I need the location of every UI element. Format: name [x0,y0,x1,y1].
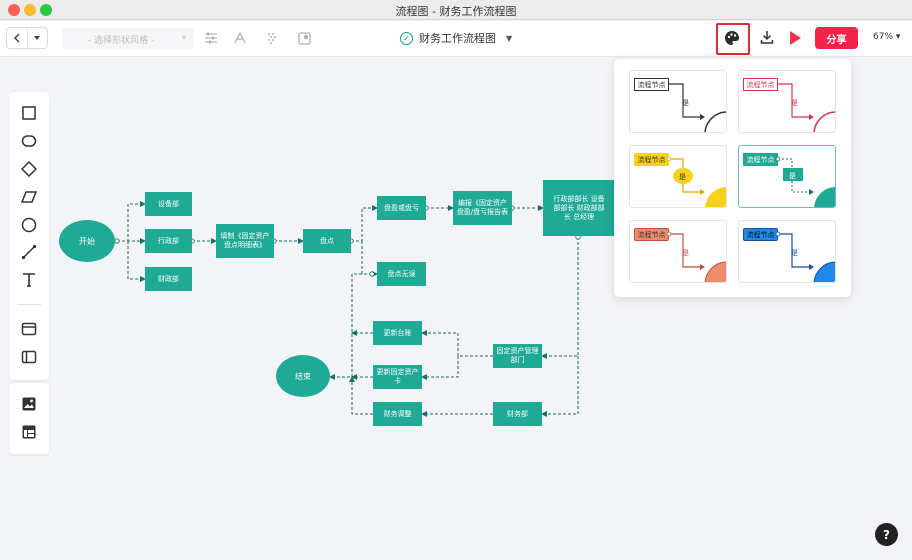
window-titlebar: 流程图 - 财务工作流程图 [0,0,912,20]
highlight-box [716,23,750,55]
fill-pattern-icon[interactable] [265,30,281,46]
text-icon[interactable] [21,272,37,288]
diamond-icon[interactable] [21,161,37,177]
node-finance-dept[interactable]: 财政部 [145,267,192,291]
download-icon[interactable] [760,30,774,44]
node-surplus-loss[interactable]: 盘盈或盘亏 [377,196,426,220]
line-icon[interactable] [21,244,37,260]
swimlane-icon[interactable] [21,349,37,365]
theme-style-panel: 流程节点 是 流程节点 是 流程节点 是 流程节点 是 流程节点 是 流程节点 … [614,59,851,297]
theme-option-1[interactable]: 流程节点 是 [629,70,727,133]
theme-option-5[interactable]: 流程节点 是 [629,220,727,283]
caret-down-icon: ▼ [506,33,513,43]
window-title: 流程图 - 财务工作流程图 [395,5,517,18]
start-node[interactable]: 开始 [59,220,115,262]
font-icon[interactable] [232,30,248,46]
palette-icon[interactable] [724,30,740,46]
chevron-down-icon: ▾ [181,33,186,42]
theme-yes-label: 是 [679,173,686,181]
theme-option-2[interactable]: 流程节点 是 [738,70,836,133]
toolbar-divider [17,304,41,305]
play-icon[interactable] [790,31,801,45]
theme-node-label: 流程节点 [743,153,778,166]
node-asset-mgmt[interactable]: 固定资产管理部门 [493,344,542,368]
node-update-ledger[interactable]: 更新台账 [373,321,422,345]
parallelogram-icon[interactable] [21,189,37,205]
theme-yes-label: 是 [791,249,798,257]
chevron-left-icon [13,33,20,43]
table-icon[interactable] [21,424,37,440]
sliders-icon[interactable] [203,30,219,46]
rounded-rect-icon[interactable] [21,133,37,149]
shape-style-icon[interactable] [296,30,312,46]
history-button-group [6,27,48,49]
theme-option-3[interactable]: 流程节点 是 [629,145,727,208]
theme-node-label: 流程节点 [743,78,778,91]
theme-node-label: 流程节点 [634,153,669,166]
rectangle-icon[interactable] [21,105,37,121]
theme-yes-label: 是 [682,249,689,257]
theme-yes-label: 是 [682,99,689,107]
theme-node-label: 流程节点 [634,228,669,241]
share-button[interactable]: 分享 [815,27,858,49]
node-compile-report[interactable]: 编报《固定资产盘盈/盘亏报告表 [453,191,512,225]
zoom-select[interactable]: 67% ▾ [873,32,900,42]
theme-option-4[interactable]: 流程节点 是 [738,145,836,208]
node-managers[interactable]: 行政部部长 设备部部长 财政部部长 总经理 [543,180,615,236]
theme-yes-label: 是 [791,99,798,107]
node-admin-dept[interactable]: 行政部 [145,229,192,253]
insert-toolbar [9,383,49,454]
node-equipment-dept[interactable]: 设备部 [145,192,192,216]
help-button[interactable]: ? [875,523,898,546]
node-fill-form[interactable]: 填制《固定资产盘点明细表》 [216,224,274,258]
circle-icon[interactable] [21,217,37,233]
image-icon[interactable] [21,396,37,412]
shape-toolbar [9,92,49,380]
saved-check-icon: ✓ [400,31,413,45]
theme-yes-label: 是 [789,172,796,180]
caret-down-icon [34,36,41,40]
top-toolbar: - 选择形状风格 - ▾ ✓ 财务工作流程图 ▼ [0,21,912,57]
container-icon[interactable] [21,321,37,337]
back-button[interactable] [7,28,28,48]
minimize-window-button[interactable] [24,4,36,16]
node-finance-dept-2[interactable]: 财务部 [493,402,542,426]
end-node[interactable]: 结束 [276,355,330,397]
shape-style-select[interactable]: - 选择形状风格 - ▾ [62,28,194,50]
document-title-group[interactable]: ✓ 财务工作流程图 ▼ [400,30,512,46]
node-inventory[interactable]: 盘点 [303,229,351,253]
close-window-button[interactable] [8,4,20,16]
node-update-card[interactable]: 更新固定资产卡 [373,365,422,389]
theme-node-label: 流程节点 [634,78,669,91]
history-menu-button[interactable] [28,28,48,48]
zoom-level: 67% [873,32,894,42]
theme-option-6[interactable]: 流程节点 是 [738,220,836,283]
zoom-window-button[interactable] [40,4,52,16]
shape-style-placeholder: - 选择形状风格 - [88,35,155,46]
caret-down-icon: ▾ [895,32,901,42]
node-finance-adjust[interactable]: 财务调整 [373,402,422,426]
node-no-error[interactable]: 盘点无误 [377,262,426,286]
document-title: 财务工作流程图 [419,32,496,45]
